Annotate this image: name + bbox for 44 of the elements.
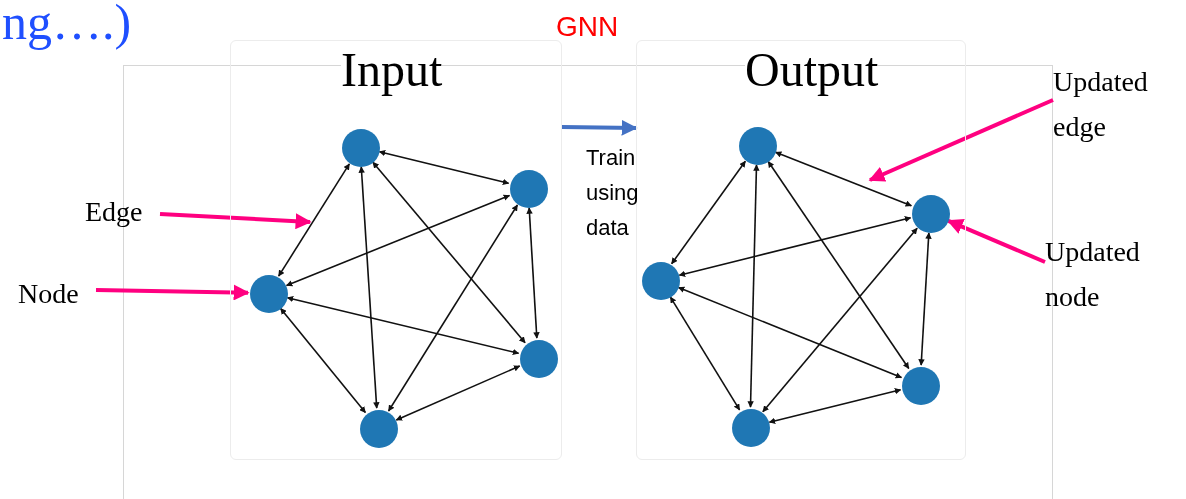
leader-line: [868, 98, 1054, 182]
graph-node-circle: [912, 195, 950, 233]
arrow: [767, 160, 910, 370]
arrow: [526, 207, 540, 339]
arrow: [747, 164, 760, 408]
heading: GNN: [556, 10, 619, 44]
arrow: [918, 232, 932, 366]
arrow: [387, 204, 519, 412]
arrow: [762, 227, 918, 413]
graph-node-circle: [739, 127, 777, 165]
graph-node-circle: [360, 410, 398, 448]
callout-text: Edge: [85, 190, 160, 235]
arrow: [774, 151, 913, 207]
graph-node-circle: [342, 129, 380, 167]
arrow: [678, 216, 912, 277]
graph-node-circle: [642, 262, 680, 300]
arrow: [378, 150, 510, 185]
arrow: [670, 160, 747, 265]
leader-line: [946, 219, 1046, 264]
arrow: [395, 365, 521, 421]
graph-panel: [230, 40, 562, 460]
arrow: [561, 119, 638, 136]
arrow: [677, 286, 903, 379]
graph-panel: [636, 40, 966, 460]
edge-label: Train using data: [586, 144, 640, 243]
arrow: [286, 295, 520, 356]
graph-node-circle: [732, 409, 770, 447]
arrow: [277, 163, 351, 277]
arrow: [372, 161, 526, 344]
leader-line: [95, 284, 250, 301]
graph-node-circle: [510, 170, 548, 208]
graph-node-circle: [250, 275, 288, 313]
arrow: [279, 307, 367, 414]
callout-text: Updated node: [1045, 230, 1170, 320]
title-fragment: ng….): [2, 0, 132, 52]
callout-text: Node: [18, 272, 96, 317]
leader-line: [159, 212, 312, 230]
graph-node-circle: [902, 367, 940, 405]
arrow: [285, 194, 511, 287]
callout-text: Updated edge: [1053, 60, 1178, 150]
arrow: [669, 296, 741, 411]
arrow: [768, 388, 902, 424]
arrow: [358, 166, 380, 409]
graph-node-circle: [520, 340, 558, 378]
